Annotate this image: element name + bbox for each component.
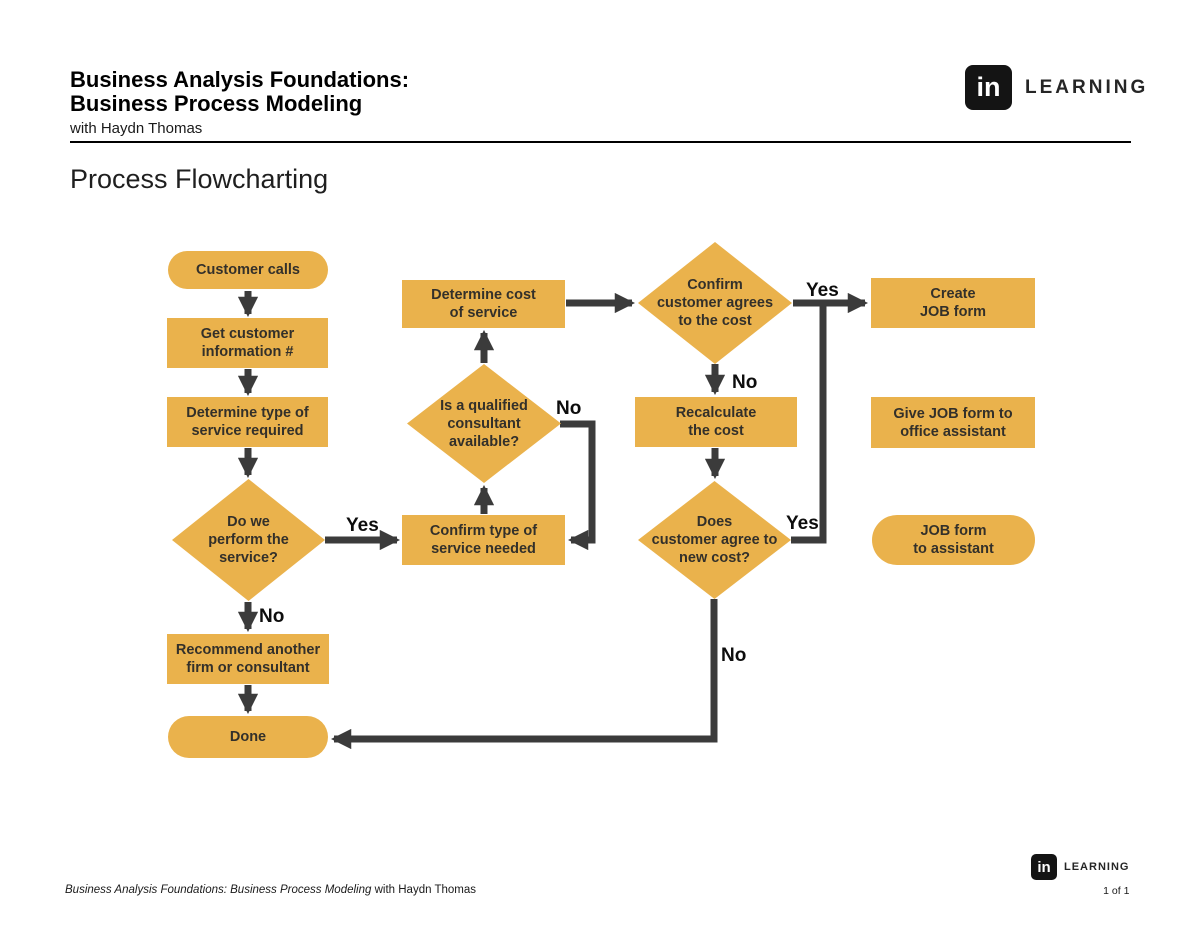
header-divider [70, 141, 1131, 143]
node-label: Do we perform the service? [208, 514, 289, 566]
node-customer-calls: Customer calls [168, 251, 328, 289]
node-done: Done [168, 716, 328, 758]
node-label: JOB form to assistant [913, 523, 994, 557]
edge-label-yes-new-cost: Yes [786, 513, 819, 534]
node-consultant-available-decision: Is a qualified consultant available? [407, 364, 561, 483]
node-label: Done [229, 729, 267, 745]
node-label: Create JOB form [919, 286, 987, 320]
node-confirm-service-type: Confirm type of service needed [402, 515, 565, 565]
learning-wordmark-small: LEARNING [1064, 861, 1130, 873]
node-label: Get customer information # [200, 326, 295, 360]
node-get-customer-information: Get customer information # [167, 318, 328, 368]
course-title-line1: Business Analysis Foundations: [70, 67, 410, 92]
node-label: Is a qualified consultant available? [440, 397, 528, 450]
node-recommend-firm: Recommend another firm or consultant [167, 634, 329, 684]
edge-label-no-confirm-cost: No [732, 372, 758, 393]
course-author: with Haydn Thomas [70, 120, 203, 137]
node-new-cost-decision: Does customer agree to new cost? [638, 481, 791, 599]
node-label: Recalculate the cost [675, 405, 757, 439]
page-indicator: 1 of 1 [1103, 885, 1130, 897]
edge-label-no-perform-service: No [259, 606, 285, 627]
linkedin-logo-icon-small: in [1031, 854, 1057, 880]
node-perform-service-decision: Do we perform the service? [172, 479, 325, 601]
course-title: Business Analysis Foundations: Business … [70, 68, 409, 116]
node-determine-cost: Determine cost of service [402, 280, 565, 328]
node-confirm-cost-decision: Confirm customer agrees to the cost [638, 242, 792, 364]
node-label: Customer calls [196, 262, 300, 278]
learning-wordmark: LEARNING [1025, 76, 1149, 98]
linkedin-logo-icon: in [965, 65, 1012, 110]
edge-label-no-new-cost: No [721, 645, 747, 666]
footer-course-title: Business Analysis Foundations: Business … [65, 884, 372, 896]
node-recalculate-cost: Recalculate the cost [635, 397, 797, 447]
node-label: Confirm type of service needed [429, 523, 538, 557]
linkedin-logo-glyph: in [976, 72, 1001, 102]
footer-course-reference: Business Analysis Foundations: Business … [65, 884, 476, 896]
node-label: Does customer agree to new cost? [651, 514, 778, 566]
node-create-job-form: Create JOB form [871, 278, 1035, 328]
node-job-form-to-assistant: JOB form to assistant [872, 515, 1035, 565]
node-give-job-form: Give JOB form to office assistant [871, 397, 1035, 448]
footer-brand-block: in LEARNING 1 of 1 [1031, 854, 1129, 897]
node-label: Determine cost of service [431, 287, 536, 321]
edge-label-no-consultant-available: No [556, 398, 582, 419]
node-label: Confirm customer agrees to the cost [656, 277, 774, 329]
node-label: Determine type of service required [186, 405, 309, 439]
course-title-line2: Business Process Modeling [70, 91, 363, 116]
node-label: Recommend another firm or consultant [175, 642, 321, 676]
linkedin-learning-brand: in LEARNING [965, 65, 1148, 110]
node-determine-service-type: Determine type of service required [167, 397, 328, 447]
linkedin-logo-glyph: in [1037, 858, 1051, 876]
edge-label-yes-confirm-cost: Yes [806, 280, 839, 301]
edge-label-yes-perform-service: Yes [346, 515, 379, 536]
node-label: Give JOB form to office assistant [893, 405, 1013, 440]
footer-author: with Haydn Thomas [371, 884, 477, 896]
page-title: Process Flowcharting [70, 164, 329, 194]
